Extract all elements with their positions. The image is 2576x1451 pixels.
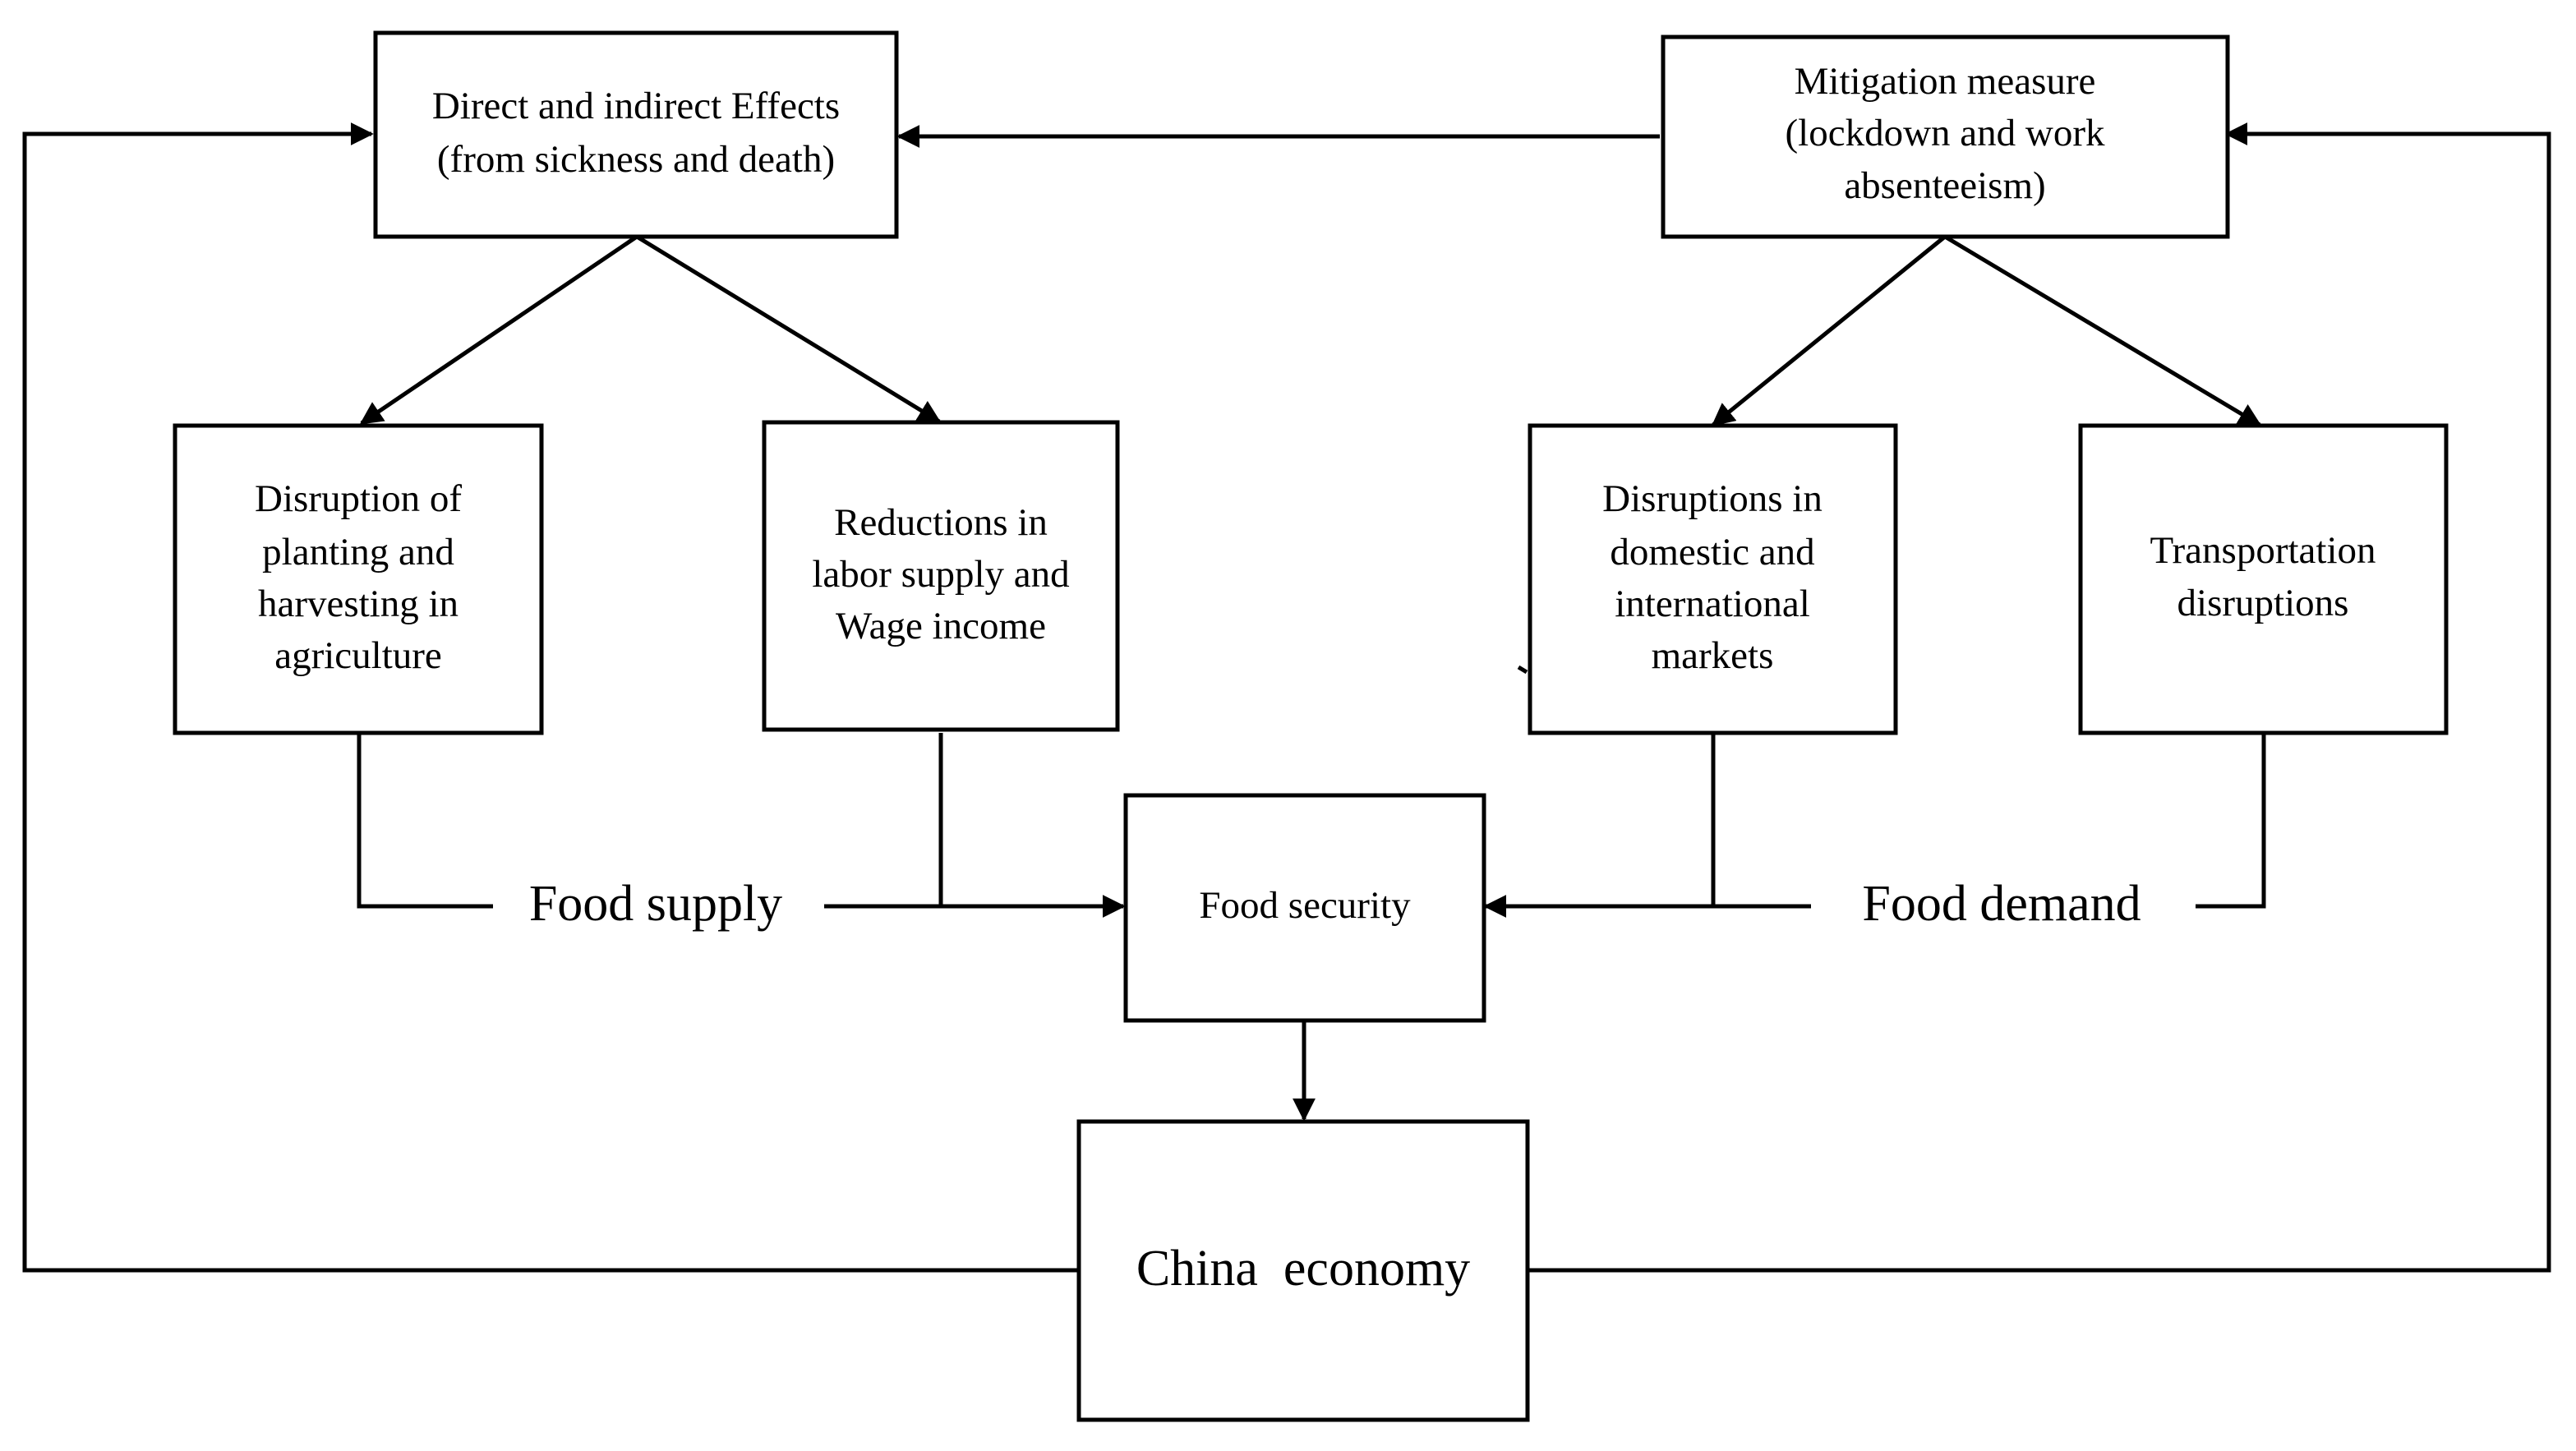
node-disruption-planting-line-0: Disruption of (255, 477, 462, 520)
node-china-economy: China economy (1076, 1119, 1530, 1422)
loop-left-connector (22, 122, 1078, 1273)
node-transportation: Transportation disruptions (2078, 423, 2449, 735)
transport-to-demand-connector (2196, 733, 2266, 909)
node-direct-effects-line-0: Direct and indirect Effects (432, 85, 840, 127)
node-reductions-labor: Reductions in labor supply and Wage inco… (762, 420, 1120, 732)
node-disruption-planting-line-2: harvesting in (258, 583, 459, 625)
node-disruptions-markets-line-0: Disruptions in (1602, 477, 1823, 520)
node-direct-effects: Direct and indirect Effects (from sickne… (373, 30, 899, 239)
markets-stray-tick (1517, 665, 1528, 675)
node-transportation-line-0: Transportation (2150, 529, 2376, 572)
node-disruption-planting: Disruption of planting and harvesting in… (173, 423, 544, 735)
node-disruption-planting-line-1: planting and (262, 531, 454, 573)
effects-to-labor-arrow (635, 234, 942, 424)
node-disruptions-markets-line-1: domestic and (1610, 531, 1814, 573)
node-disruptions-markets-line-2: international (1615, 583, 1810, 625)
label-food-supply: Food supply (529, 876, 782, 932)
node-china-economy-line-0: China economy (1136, 1241, 1470, 1297)
node-disruptions-markets-line-3: markets (1652, 634, 1774, 677)
node-food-security: Food security (1123, 793, 1486, 1023)
loop-right-connector (1527, 122, 2551, 1273)
label-food-demand: Food demand (1862, 876, 2141, 932)
node-mitigation-line-2: absenteeism) (1844, 164, 2045, 207)
node-reductions-labor-line-1: labor supply and (812, 553, 1069, 596)
mitigation-to-transport-arrow (1943, 234, 2262, 427)
node-direct-effects-line-1: (from sickness and death) (437, 138, 835, 181)
planting-to-supply-connector (357, 733, 493, 909)
node-mitigation-line-0: Mitigation measure (1795, 60, 2096, 103)
node-transportation-line-1: disruptions (2177, 582, 2349, 624)
node-reductions-labor-line-2: Wage income (836, 605, 1046, 647)
node-mitigation-line-1: (lockdown and work (1786, 112, 2105, 154)
node-food-security-line-0: Food security (1199, 884, 1411, 927)
mitigation-to-markets-arrow (1711, 235, 1947, 426)
effects-to-planting-arrow (359, 234, 638, 426)
node-mitigation: Mitigation measure (lockdown and work ab… (1661, 35, 2230, 239)
node-disruption-planting-line-3: agriculture (274, 634, 442, 677)
node-reductions-labor-line-0: Reductions in (834, 501, 1048, 544)
node-disruptions-markets: Disruptions in domestic and internationa… (1528, 423, 1898, 735)
